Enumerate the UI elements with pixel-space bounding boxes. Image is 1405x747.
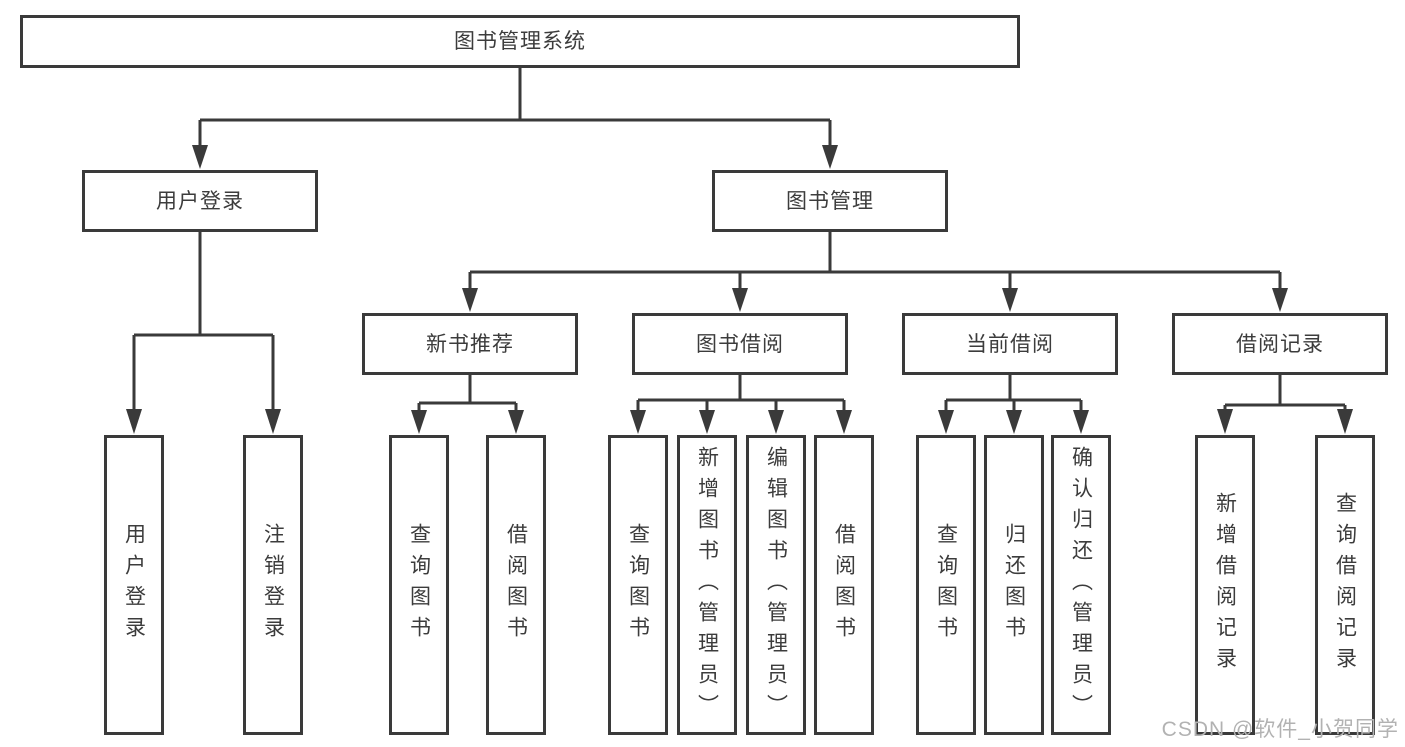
- connector-management-to-level2: [468, 232, 1282, 290]
- leaf-label: 查询图书: [626, 523, 650, 647]
- arrowhead-icon: [699, 410, 715, 434]
- leaf-query-books-recommend: 查询图书: [389, 435, 449, 735]
- arrowhead-icon: [192, 145, 208, 169]
- node-label: 图书借阅: [696, 332, 784, 356]
- leaf-query-books-current: 查询图书: [916, 435, 976, 735]
- leaf-user-login: 用户登录: [104, 435, 164, 735]
- node-label: 图书管理: [786, 189, 874, 213]
- leaf-logout: 注销登录: [243, 435, 303, 735]
- leaf-label: 借阅图书: [832, 523, 856, 647]
- connector-current-to-leaves: [944, 375, 1083, 412]
- arrowhead-icon: [1002, 288, 1018, 312]
- connector-records-to-leaves: [1223, 375, 1347, 412]
- connector-borrowing-to-leaves: [636, 375, 846, 412]
- connector-newbooks-to-leaves: [417, 375, 518, 412]
- arrowhead-icon: [265, 409, 281, 434]
- arrowhead-icon: [462, 288, 478, 312]
- leaf-label: 用户登录: [122, 523, 146, 647]
- node-label: 新书推荐: [426, 332, 514, 356]
- leaf-borrow-books-recommend: 借阅图书: [486, 435, 546, 735]
- node-book-management: 图书管理: [712, 170, 948, 232]
- connector-root-to-level1: [198, 68, 832, 147]
- arrowhead-icon: [836, 410, 852, 434]
- leaf-label: 新增借阅记录: [1213, 492, 1237, 678]
- node-label: 用户登录: [156, 189, 244, 213]
- arrowhead-icon: [508, 410, 524, 434]
- node-label: 当前借阅: [966, 332, 1054, 356]
- arrowhead-icon: [1337, 409, 1353, 434]
- node-library-management-system: 图书管理系统: [20, 15, 1020, 68]
- leaf-query-books-borrowing: 查询图书: [608, 435, 668, 735]
- leaf-label: 编辑图书（管理员）: [764, 445, 788, 725]
- watermark: CSDN @软件_小贺同学: [1161, 718, 1399, 741]
- leaf-label: 新增图书（管理员）: [695, 445, 719, 725]
- leaf-label: 确认归还（管理员）: [1069, 445, 1093, 725]
- node-label: 图书管理系统: [454, 30, 586, 53]
- arrowhead-icon: [630, 410, 646, 434]
- arrowhead-icon: [1272, 288, 1288, 312]
- node-new-book-recommendation: 新书推荐: [362, 313, 578, 375]
- leaf-return-books: 归还图书: [984, 435, 1044, 735]
- leaf-label: 注销登录: [261, 523, 285, 647]
- leaf-label: 查询借阅记录: [1333, 492, 1357, 678]
- connector-login-to-leaves: [132, 232, 275, 411]
- arrowhead-icon: [768, 410, 784, 434]
- leaf-add-books-admin: 新增图书（管理员）: [677, 435, 737, 735]
- leaf-label: 归还图书: [1002, 523, 1026, 647]
- arrowhead-icon: [1073, 410, 1089, 434]
- leaf-add-borrow-record: 新增借阅记录: [1195, 435, 1255, 735]
- leaf-borrow-books-borrowing: 借阅图书: [814, 435, 874, 735]
- arrowhead-icon: [1006, 410, 1022, 434]
- leaf-label: 查询图书: [934, 523, 958, 647]
- leaf-label: 查询图书: [407, 523, 431, 647]
- leaf-query-borrow-record: 查询借阅记录: [1315, 435, 1375, 735]
- arrowhead-icon: [732, 288, 748, 312]
- node-book-borrowing: 图书借阅: [632, 313, 848, 375]
- node-user-login: 用户登录: [82, 170, 318, 232]
- leaf-label: 借阅图书: [504, 523, 528, 647]
- arrowhead-icon: [1217, 409, 1233, 434]
- leaf-edit-books-admin: 编辑图书（管理员）: [746, 435, 806, 735]
- arrowhead-icon: [126, 409, 142, 434]
- arrowhead-icon: [938, 410, 954, 434]
- leaf-confirm-return-admin: 确认归还（管理员）: [1051, 435, 1111, 735]
- node-label: 借阅记录: [1236, 332, 1324, 356]
- arrowhead-icon: [822, 145, 838, 169]
- node-current-borrowing: 当前借阅: [902, 313, 1118, 375]
- node-borrowing-records: 借阅记录: [1172, 313, 1388, 375]
- arrowhead-icon: [411, 410, 427, 434]
